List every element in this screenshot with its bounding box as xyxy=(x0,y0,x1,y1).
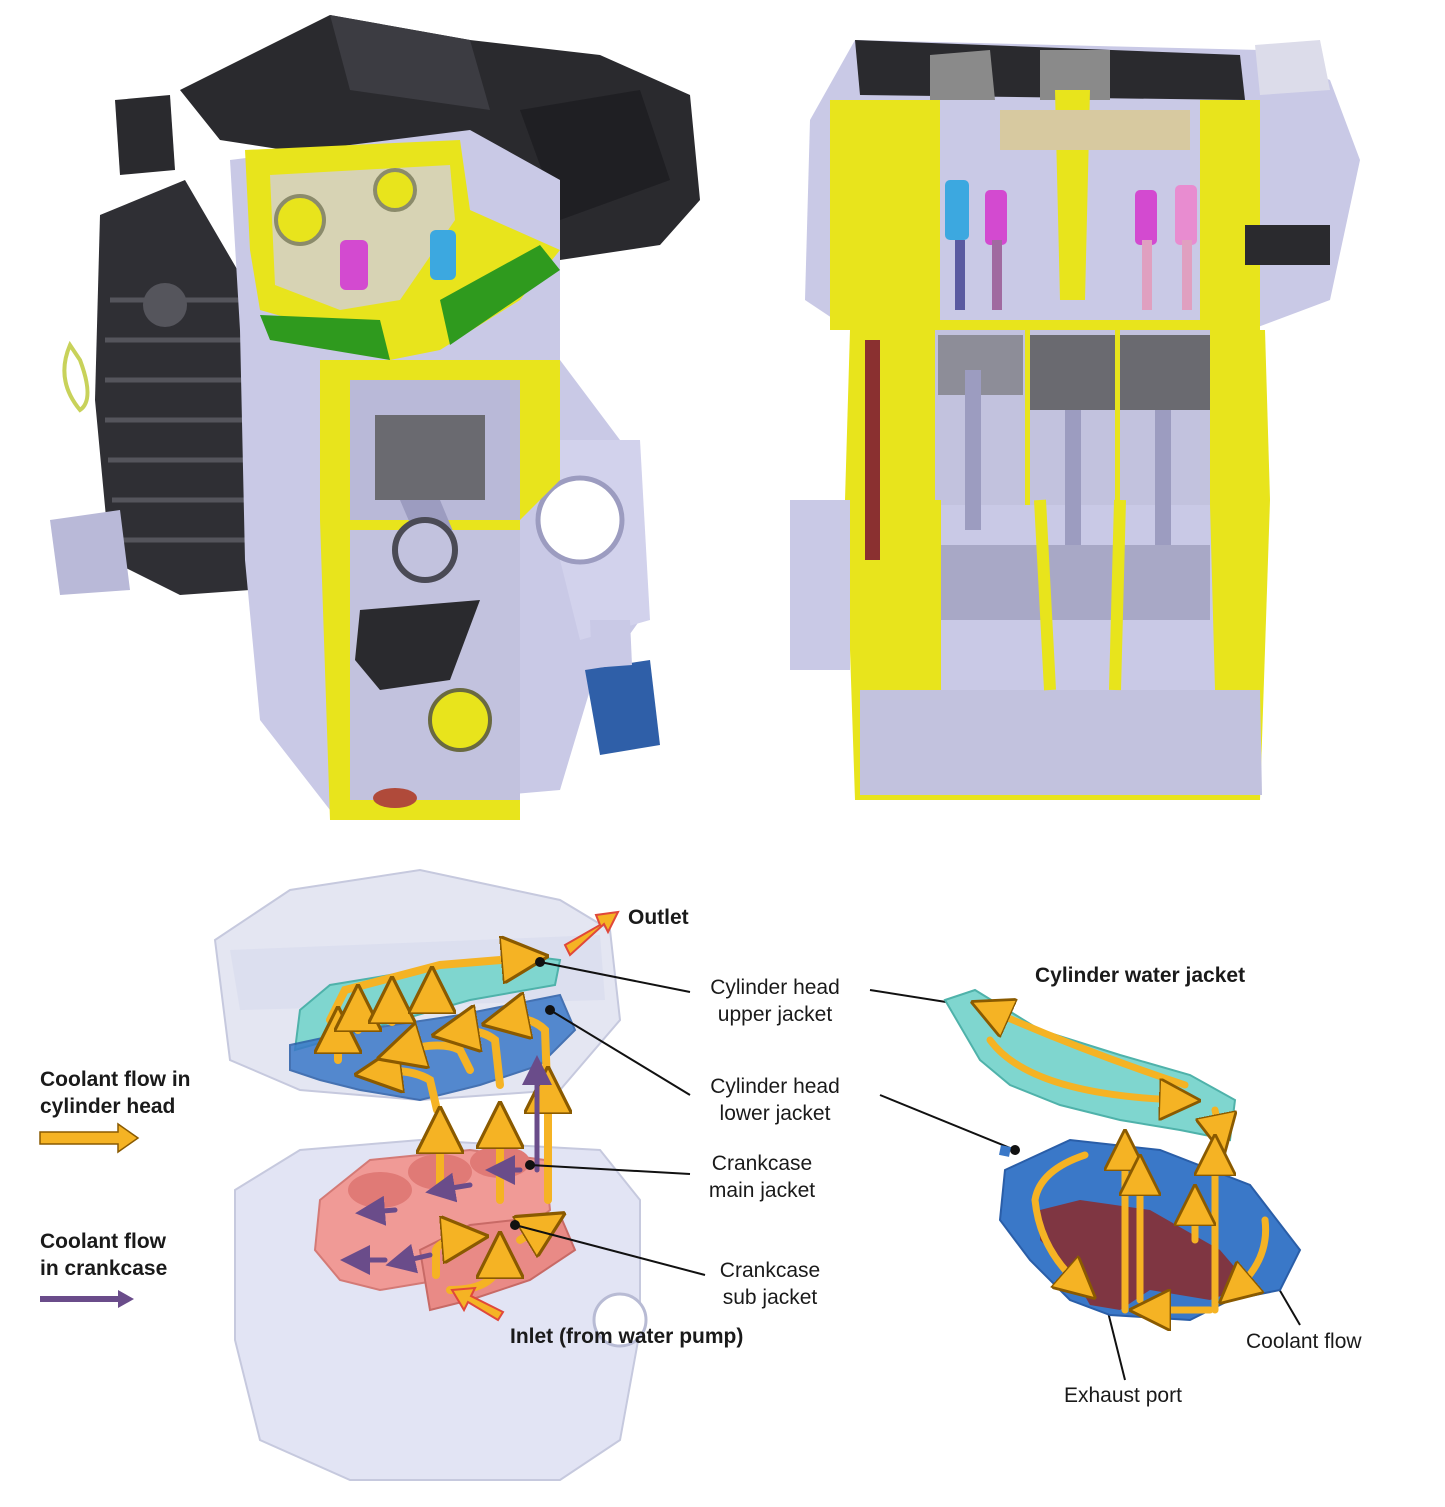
label-crankcase-sub-jacket-line2: sub jacket xyxy=(722,1286,818,1309)
title-cylinder-water-jacket: Cylinder water jacket xyxy=(1035,964,1246,987)
oil-filter xyxy=(585,620,660,755)
label-cylinder-head-upper-jacket: Cylinder head upper jacket xyxy=(680,974,870,1028)
legend-coolant-head-line1: Coolant flow in xyxy=(40,1068,191,1091)
inlet-stub xyxy=(999,1145,1011,1157)
label-cylinder-head-lower-jacket-line1: Cylinder head xyxy=(710,1075,840,1098)
cylinder-block-front xyxy=(790,330,1270,800)
inlet-arrow xyxy=(450,1286,505,1322)
head-section xyxy=(245,140,560,360)
label-crankcase-sub-jacket: Crankcase sub jacket xyxy=(685,1257,855,1311)
sensor-wire xyxy=(62,340,90,413)
legend-coolant-head: Coolant flow in cylinder head xyxy=(40,1066,190,1120)
outlet-arrow xyxy=(563,910,620,957)
label-crankcase-main-jacket: Crankcase main jacket xyxy=(672,1150,852,1204)
crankcase-flow-arrows xyxy=(340,1055,552,1275)
label-inlet: Inlet (from water pump) xyxy=(510,1325,744,1348)
label-exhaust-port: Exhaust port xyxy=(1064,1384,1182,1407)
label-cylinder-head-upper-jacket-line1: Cylinder head xyxy=(710,976,840,999)
label-cylinder-head-lower-jacket-line2: lower jacket xyxy=(719,1102,831,1125)
label-outlet: Outlet xyxy=(628,906,689,929)
legend-coolant-crankcase-line1: Coolant flow xyxy=(40,1230,166,1253)
cylinder-section xyxy=(320,360,560,820)
water-jacket-flow-arrows xyxy=(990,1010,1270,1310)
intake-duct xyxy=(95,180,275,595)
legend-coolant-crankcase: Coolant flow in crankcase xyxy=(40,1228,167,1282)
label-cylinder-head-lower-jacket: Cylinder head lower jacket xyxy=(680,1073,870,1127)
label-coolant-flow: Coolant flow xyxy=(1246,1330,1362,1353)
label-cylinder-head-upper-jacket-line2: upper jacket xyxy=(717,1003,833,1026)
label-crankcase-main-jacket-line1: Crankcase xyxy=(711,1152,813,1175)
head-flow-arrows xyxy=(330,958,548,1294)
cylinder-head-front xyxy=(805,40,1360,330)
legend-coolant-head-line2: cylinder head xyxy=(40,1095,176,1118)
label-crankcase-main-jacket-line2: main jacket xyxy=(708,1179,816,1202)
leader-lines xyxy=(514,961,1301,1381)
legend-coolant-crankcase-line2: in crankcase xyxy=(40,1257,168,1280)
label-crankcase-sub-jacket-line1: Crankcase xyxy=(719,1259,821,1282)
